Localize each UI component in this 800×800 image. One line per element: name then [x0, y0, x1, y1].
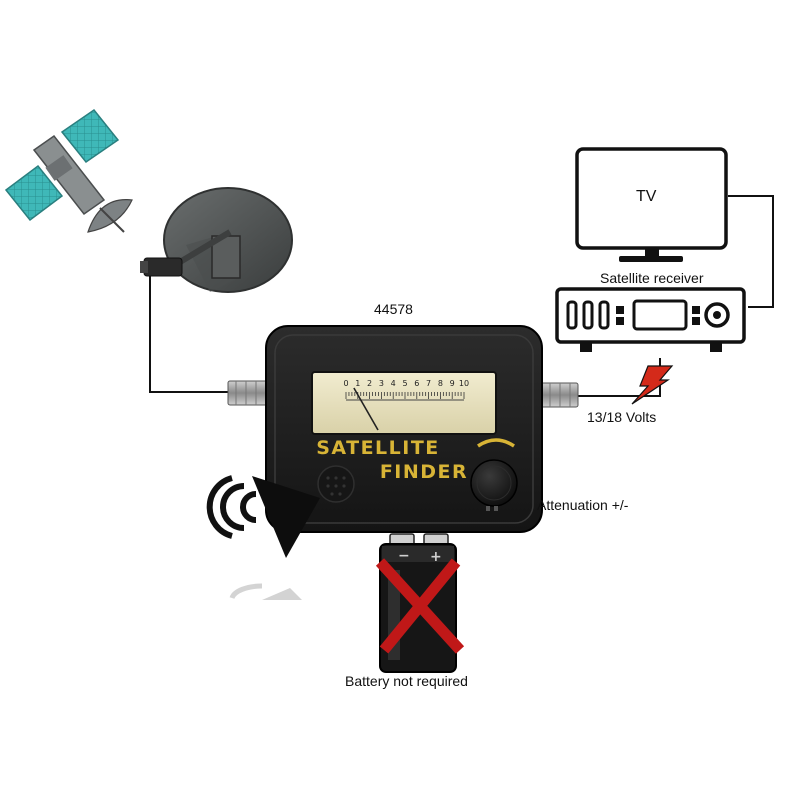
receiver-label: Satellite receiver — [600, 270, 704, 286]
voltage-label: 13/18 Volts — [587, 409, 657, 425]
attenuation-label: Attenuation +/- — [537, 497, 629, 513]
scale-label-5: 5 — [402, 379, 407, 388]
brand-line-2: FINDER — [380, 461, 468, 483]
receiver-icon — [555, 287, 746, 352]
meter-window — [311, 371, 497, 435]
scale-label-2: 2 — [367, 379, 372, 388]
wire-tv-to-receiver — [728, 195, 774, 308]
dish-icon — [140, 187, 293, 293]
battery-label: Battery not required — [345, 673, 468, 689]
satellite-icon — [4, 108, 133, 233]
scale-label-6: 6 — [414, 379, 419, 388]
tv-icon — [575, 147, 728, 262]
scale-label-8: 8 — [438, 379, 443, 388]
scale-label-3: 3 — [379, 379, 384, 388]
svg-text:+: + — [430, 549, 442, 565]
attenuation-arc — [477, 438, 515, 448]
cross-mark-icon — [375, 558, 465, 654]
svg-text:−: − — [398, 548, 410, 564]
attenuation-knob — [470, 459, 518, 507]
scale-label-0: 0 — [343, 379, 348, 388]
model-number: 44578 — [374, 301, 413, 317]
scale-label-7: 7 — [426, 379, 431, 388]
brand-line-1: SATELLITE — [316, 437, 440, 459]
scale-label-10: 10 — [459, 379, 469, 388]
scale-label-1: 1 — [355, 379, 360, 388]
wire-dish-to-finder — [149, 275, 232, 393]
tv-label: TV — [636, 188, 657, 205]
speaker-icon — [206, 475, 320, 600]
lightning-icon — [631, 365, 674, 405]
left-f-connector — [227, 380, 269, 406]
meter-needle — [353, 387, 379, 431]
speaker-grille — [317, 465, 355, 503]
scale-label-9: 9 — [450, 379, 455, 388]
scale-label-4: 4 — [391, 379, 396, 388]
